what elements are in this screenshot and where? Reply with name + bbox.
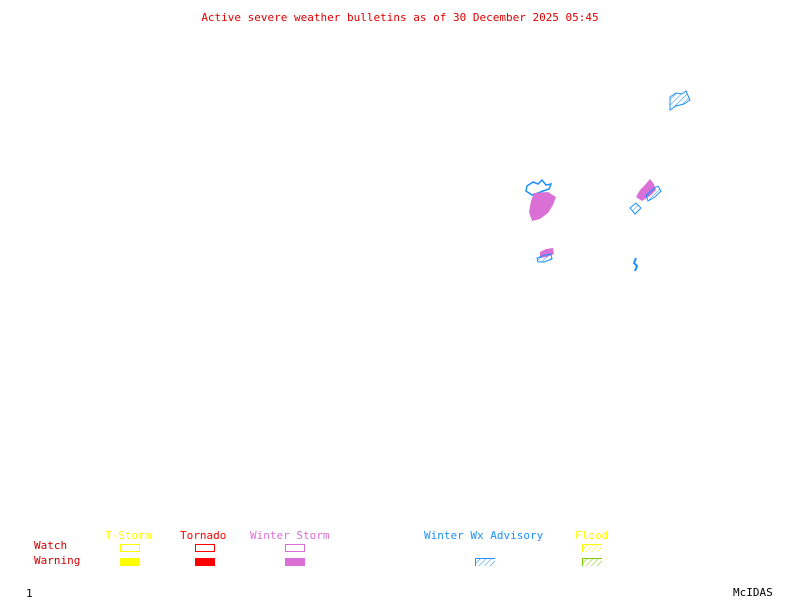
legend-row-warning: Warning — [34, 554, 81, 567]
winter-wx-advisory-area-5 — [536, 253, 553, 263]
legend-header-winter-wx-advisory: Winter Wx Advisory — [424, 529, 544, 542]
software-label: McIDAS — [733, 586, 773, 599]
winter-wx-advisory-area-4 — [629, 202, 642, 215]
winter-wx-advisory-area-1 — [669, 90, 691, 111]
swatch-flood-watch — [582, 544, 602, 552]
legend-row-watch: Watch — [34, 539, 68, 552]
bulletin-title: Active severe weather bulletins as of 30… — [201, 11, 599, 24]
winter-storm-area-1 — [529, 192, 556, 221]
swatch-tstorm-watch — [120, 544, 140, 552]
legend-header-tornado: Tornado — [180, 529, 227, 542]
swatch-winter-wx-advisory — [475, 558, 495, 566]
swatch-tornado-watch — [195, 544, 215, 552]
winter-wx-advisory-area-6 — [632, 257, 639, 272]
winter-wx-advisory-area-3 — [645, 185, 662, 202]
winter-storm-area-2 — [636, 179, 656, 201]
swatch-winter-storm-warning — [285, 558, 305, 566]
legend-header-winter-storm: Winter Storm — [250, 529, 330, 542]
winter-wx-advisory-area-2 — [525, 178, 553, 196]
swatch-flood-warning — [582, 558, 602, 566]
swatch-winter-storm-watch — [285, 544, 305, 552]
legend-header-flood: Flood — [575, 529, 609, 542]
frame-number: 1 — [26, 587, 33, 600]
legend-header-tstorm: T-Storm — [105, 529, 152, 542]
swatch-tornado-warning — [195, 558, 215, 566]
swatch-tstorm-warning — [120, 558, 140, 566]
